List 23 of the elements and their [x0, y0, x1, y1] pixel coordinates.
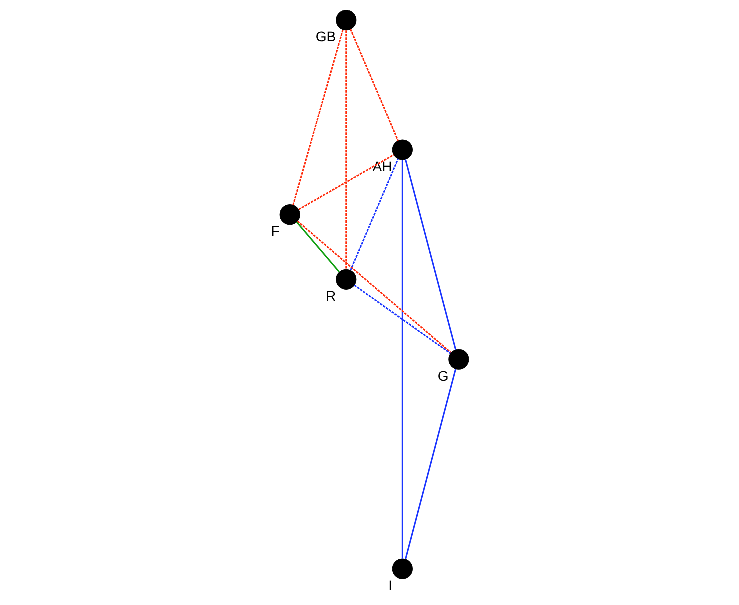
- connector: [292, 30, 344, 206]
- connector: [350, 158, 398, 271]
- connector: [296, 222, 340, 273]
- connector: [350, 29, 398, 142]
- connector: [404, 160, 456, 350]
- node-circle: [336, 269, 356, 290]
- node-label: G: [437, 368, 448, 384]
- node-label: I: [388, 577, 392, 594]
- node-label: AH: [372, 158, 392, 174]
- connector: [404, 368, 456, 560]
- node-circle: [392, 140, 412, 160]
- connector: [296, 220, 452, 354]
- connector: [345, 30, 347, 270]
- connector: [354, 284, 451, 354]
- node-circle: [392, 558, 412, 580]
- node-circle: [279, 204, 300, 226]
- node-circle: [448, 349, 469, 370]
- node-circle: [336, 10, 356, 31]
- node-label: GB: [315, 28, 336, 45]
- connector: [401, 160, 403, 559]
- node-label: R: [325, 288, 336, 304]
- connector: [298, 154, 394, 210]
- node-label: F: [270, 223, 280, 240]
